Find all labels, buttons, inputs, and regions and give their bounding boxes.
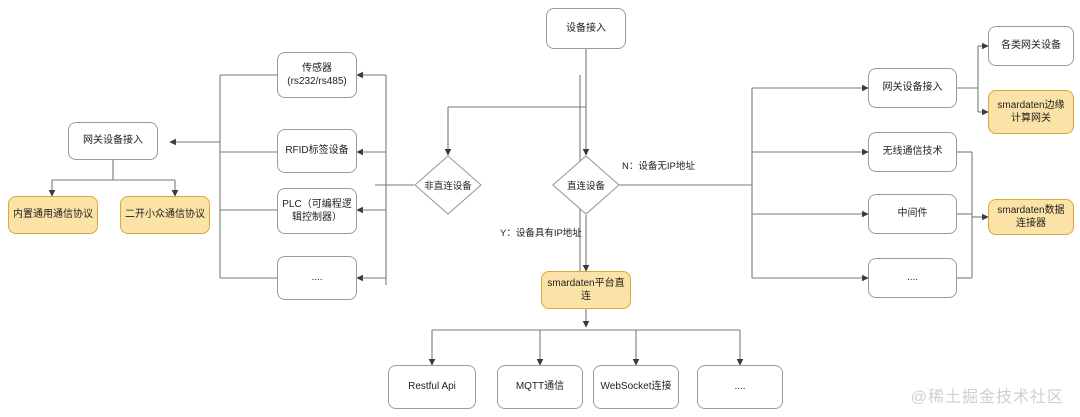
node-plc[interactable]: PLC（可编程逻辑控制器） [277, 188, 357, 234]
node-middleware[interactable]: 中间件 [868, 194, 957, 234]
node-label: 无线通信技术 [882, 146, 943, 158]
decision-label: 直连设备 [566, 181, 605, 192]
node-label: RFID标签设备 [285, 145, 349, 157]
node-label: 传感器 (rs232/rs485) [287, 62, 347, 88]
node-right-more[interactable]: .... [868, 258, 957, 298]
node-label: 网关设备接入 [83, 135, 143, 147]
node-label: Restful Api [408, 381, 456, 393]
node-label: 内置通用通信协议 [13, 209, 93, 221]
node-gateway-access-right[interactable]: 网关设备接入 [868, 68, 957, 108]
node-builtin-protocol[interactable]: 内置通用通信协议 [8, 196, 98, 234]
decision-direct-device[interactable]: 直连设备 [552, 155, 620, 215]
node-label: smardaten数据连接器 [997, 204, 1065, 230]
node-label: 中间件 [897, 208, 928, 220]
node-websocket[interactable]: WebSocket连接 [593, 365, 679, 409]
node-label: .... [311, 272, 323, 284]
node-rfid-tag-device[interactable]: RFID标签设备 [277, 129, 357, 173]
node-platform-direct-connect[interactable]: smardaten平台直连 [541, 271, 631, 309]
node-label: .... [734, 381, 746, 393]
node-label: PLC（可编程逻辑控制器） [282, 198, 352, 224]
decision-label: 非直连设备 [424, 181, 472, 192]
node-label: .... [906, 272, 919, 284]
node-label: WebSocket连接 [600, 381, 672, 393]
node-custom-protocol[interactable]: 二开小众通信协议 [120, 196, 210, 234]
node-data-connector[interactable]: smardaten数据连接器 [988, 199, 1074, 235]
node-edge-computing-gateway[interactable]: smardaten边缘计算网关 [988, 90, 1074, 134]
node-label: 各类网关设备 [1001, 40, 1061, 52]
edge-label-no-ip: N：设备无IP地址 [622, 161, 695, 172]
node-wireless-communication[interactable]: 无线通信技术 [868, 132, 957, 172]
edge-label-has-ip: Y：设备具有IP地址 [500, 228, 582, 239]
decision-indirect-device[interactable]: 非直连设备 [414, 155, 482, 215]
diamond-shape [552, 155, 620, 215]
watermark: @稀土掘金技术社区 [910, 389, 1064, 406]
node-label: 设备接入 [566, 22, 606, 34]
node-left-more[interactable]: .... [277, 256, 357, 300]
node-restful-api[interactable]: Restful Api [388, 365, 476, 409]
node-label: smardaten边缘计算网关 [997, 99, 1065, 125]
node-mqtt[interactable]: MQTT通信 [497, 365, 583, 409]
node-gateway-access-left[interactable]: 网关设备接入 [68, 122, 158, 160]
node-label: MQTT通信 [515, 381, 565, 393]
node-label: 网关设备接入 [882, 82, 943, 94]
node-bottom-more[interactable]: .... [697, 365, 783, 409]
node-label: smardaten平台直连 [547, 277, 625, 303]
node-sensor[interactable]: 传感器 (rs232/rs485) [277, 52, 357, 98]
node-gateway-devices[interactable]: 各类网关设备 [988, 26, 1074, 66]
node-device-access-root[interactable]: 设备接入 [546, 8, 626, 49]
node-label: 二开小众通信协议 [125, 209, 205, 221]
diamond-shape [414, 155, 482, 215]
